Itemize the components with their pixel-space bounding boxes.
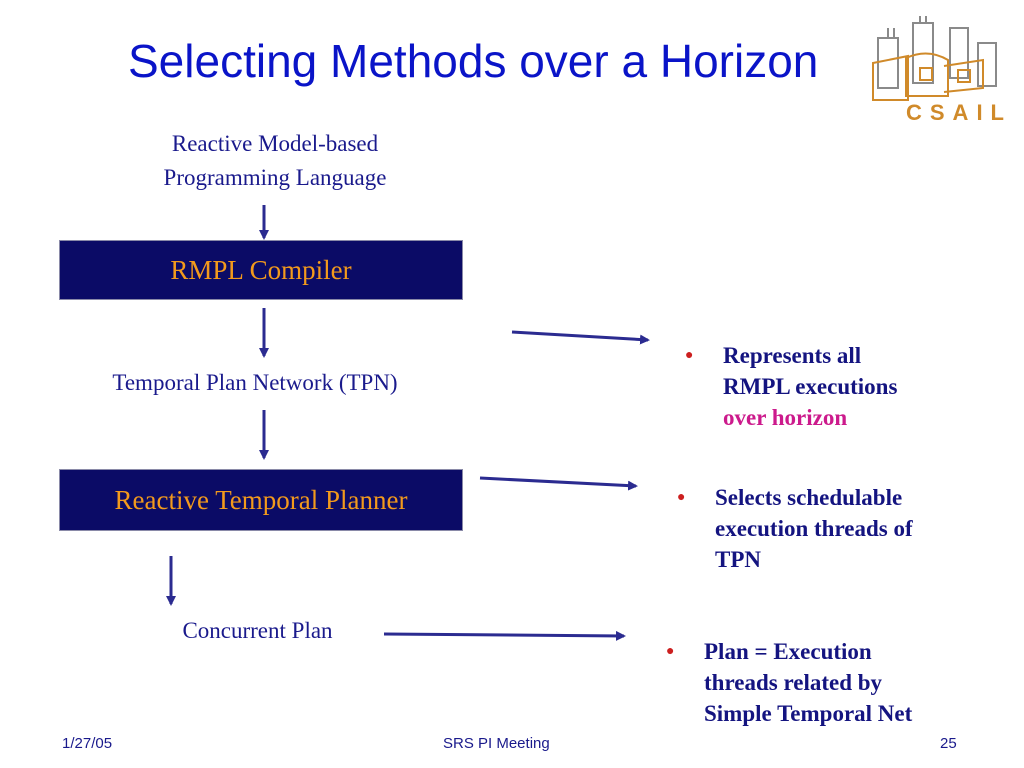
bullet-tpn: ● Represents all RMPL executions over ho… xyxy=(685,340,1015,433)
bullet-dot-icon: ● xyxy=(677,490,686,505)
rmpl-compiler-box: RMPL Compiler xyxy=(59,240,463,300)
bullet-planner: ● Selects schedulable execution threads … xyxy=(677,482,1017,575)
footer-page-number: 25 xyxy=(940,735,957,752)
bullet-tpn-line2: RMPL executions xyxy=(723,374,898,399)
bullet-tpn-line3: over horizon xyxy=(723,405,848,430)
reactive-temporal-planner-box: Reactive Temporal Planner xyxy=(59,469,463,531)
bullet-plan-line3: Simple Temporal Net xyxy=(704,701,913,726)
footer-date: 1/27/05 xyxy=(62,735,113,752)
csail-logo-text: CSAIL xyxy=(906,100,1012,125)
input-label: Reactive Model-based Programming Languag… xyxy=(120,127,430,195)
slide-title: Selecting Methods over a Horizon xyxy=(128,35,819,87)
bullet-plan-line1: Plan = Execution xyxy=(704,639,872,664)
arrow-plan-to-bullet xyxy=(383,630,626,641)
input-label-line1: Reactive Model-based xyxy=(171,131,379,156)
footer-meeting: SRS PI Meeting xyxy=(443,735,550,752)
bullet-plan: ● Plan = Execution threads related by Si… xyxy=(666,636,1016,729)
input-label-line2: Programming Language xyxy=(163,165,387,190)
bullet-tpn-line1: Represents all xyxy=(723,343,862,368)
bullet-plan-line2: threads related by xyxy=(704,670,883,695)
concurrent-plan-label: Concurrent Plan xyxy=(182,618,333,643)
bullet-planner-line2: execution threads of xyxy=(715,516,913,541)
bullet-dot-icon: ● xyxy=(666,644,675,659)
bullet-dot-icon: ● xyxy=(685,348,694,363)
arrow-planner-to-bullet xyxy=(479,476,638,491)
bullet-planner-line1: Selects schedulable xyxy=(715,485,903,510)
csail-logo xyxy=(872,16,997,101)
bullet-planner-line3: TPN xyxy=(715,547,761,572)
arrow-tpn-to-bullet xyxy=(511,330,650,345)
tpn-label: Temporal Plan Network (TPN) xyxy=(112,370,398,395)
